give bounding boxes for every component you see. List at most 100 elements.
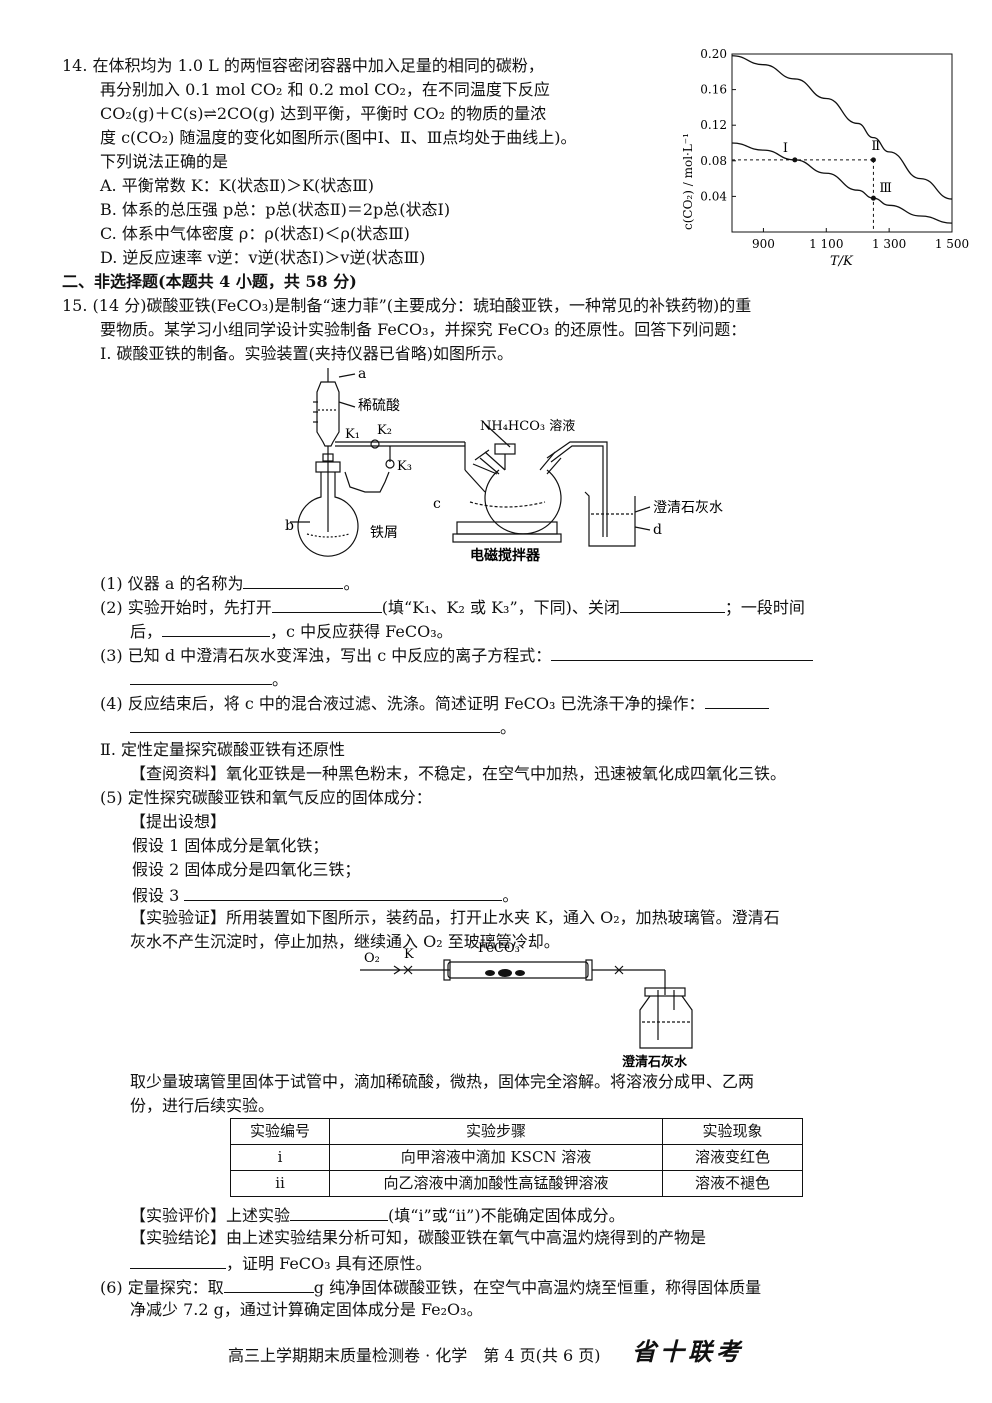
q14-line-4: 度 c(CO₂) 随温度的变化如图所示(图中Ⅰ、Ⅱ、Ⅲ点均处于曲线上)。	[100, 128, 577, 147]
y-tick-label: 0.04	[700, 189, 727, 203]
q15-hypothesis-1: 假设 1 固体成分是氧化铁；	[132, 836, 329, 855]
label-d: d	[653, 522, 662, 538]
point-label-2: Ⅱ	[871, 139, 880, 154]
q14-option-d: D. 逆反应速率 v逆：v逆(状态Ⅰ)＞v逆(状态Ⅲ)	[100, 248, 426, 267]
q15-conclusion: 【实验结论】由上述实验结果分析可知，碳酸亚铁在氧气中高温灼烧得到的产物是	[130, 1228, 707, 1247]
table-cell: ⅱ	[230, 1170, 330, 1197]
point-3	[870, 195, 876, 201]
answer-blank-eval[interactable]	[290, 1206, 389, 1221]
flask-b	[290, 461, 359, 557]
answer-blank-concl[interactable]	[130, 1254, 226, 1269]
q15-s2: (2) 实验开始时，先打开(填“K₁、K₂ 或 K₃”，下同)、关闭；一段时间	[100, 598, 805, 617]
answer-blank-2a[interactable]	[271, 598, 382, 613]
table-cell: 向乙溶液中滴加酸性高锰酸钾溶液	[329, 1170, 663, 1197]
apparatus-1-diagram: a 稀硫酸 K₁ K₂ K₃ b 铁屑 NH₄HCO₃ 溶液 c	[285, 366, 723, 564]
label-k2: K₂	[377, 423, 392, 438]
q14-concentration-chart: 900 1 100 1 300 1 500 0.04 0.08 0.12 0.16 0.20 Ⅰ…	[681, 47, 969, 269]
beaker-d	[584, 491, 651, 547]
answer-blank-hypo3[interactable]	[184, 886, 503, 901]
chart-xlabel: T/K	[830, 254, 854, 269]
label-k1: K₁	[345, 427, 360, 442]
answer-blank-6[interactable]	[223, 1278, 314, 1293]
answer-blank-1[interactable]	[243, 574, 344, 589]
point-label-3: Ⅲ	[879, 181, 892, 196]
feco3-solid	[485, 969, 525, 977]
apparatus-2-diagram: O₂ K FeCO₃ 澄清石灰水	[360, 941, 693, 1070]
brand-logo: 省十联考	[632, 1337, 744, 1366]
answer-blank-3[interactable]	[551, 646, 814, 661]
q15-take-2: 份，进行后续实验。	[130, 1096, 275, 1115]
q15-s6-cont: 净减少 7.2 g，通过计算确定固体成分是 Fe₂O₃。	[130, 1300, 483, 1319]
answer-blank-4[interactable]	[704, 694, 769, 709]
y-tick-label: 0.12	[700, 118, 727, 132]
x-tick-label: 900	[752, 237, 775, 251]
section-2-heading: 二、非选择题(本题共 4 小题，共 58 分)	[62, 272, 357, 291]
point-1	[792, 157, 798, 163]
three-neck-flask-c	[464, 423, 562, 535]
outlet-tube	[546, 441, 608, 537]
x-tick-label: 1 100	[809, 237, 843, 251]
answer-blank-4b[interactable]	[130, 718, 500, 733]
q15-take-1: 取少量玻璃管里固体于试管中，滴加稀硫酸，微热，固体完全溶解。将溶液分成甲、乙两	[130, 1072, 755, 1091]
experiment-table: 实验编号 实验步骤 实验现象 ⅰ 向甲溶液中滴加 KSCN 溶液 溶液变红色 ⅱ…	[230, 1118, 803, 1197]
plot-frame	[731, 53, 953, 233]
q15-intro-2: 要物质。某学习小组同学设计实验制备 FeCO₃，并探究 FeCO₃ 的还原性。回…	[100, 320, 747, 339]
q15-s3-cont: 。	[130, 670, 288, 688]
label-a: a	[358, 366, 366, 382]
q14-line-1: 14. 在体积均为 1.0 L 的两恒容密闭容器中加入足量的相同的碳粉，	[62, 56, 544, 75]
q15-s3: (3) 已知 d 中澄清石灰水变浑浊，写出 c 中反应的离子方程式：	[100, 646, 814, 664]
answer-blank-3b[interactable]	[130, 670, 272, 685]
q14-option-b: B. 体系的总压强 p总：p总(状态Ⅱ)＝2p总(状态Ⅰ)	[100, 200, 451, 219]
q14-line-2: 再分别加入 0.1 mol CO₂ 和 0.2 mol CO₂，在不同温度下反应	[100, 80, 550, 99]
q14-line-5: 下列说法正确的是	[100, 152, 229, 171]
series-line-2	[731, 142, 953, 224]
x-tick-label: 1 500	[935, 237, 969, 251]
label-dilute-sulfuric-acid: 稀硫酸	[358, 398, 400, 414]
label-limewater-1: 澄清石灰水	[653, 500, 723, 516]
wash-bottle	[639, 987, 693, 1049]
table-cell: 溶液变红色	[662, 1144, 803, 1171]
o2-inlet	[360, 965, 450, 975]
table-cell: ⅰ	[230, 1144, 330, 1171]
dropping-funnel-a	[313, 368, 356, 462]
label-feco3: FeCO₃	[478, 941, 520, 956]
q14-option-c: C. 体系中气体密度 ρ：ρ(状态Ⅰ)＜ρ(状态Ⅲ)	[100, 224, 410, 243]
q15-s2-cont: 后，，c 中反应获得 FeCO₃。	[130, 622, 453, 641]
chart-ylabel: c(CO₂) / mol·L⁻¹	[681, 133, 695, 230]
q15-s4-cont: 。	[130, 718, 516, 736]
table-cell: 溶液不褪色	[662, 1170, 803, 1197]
table-header-cell: 实验现象	[662, 1118, 803, 1145]
page-footer: 高三上学期期末质量检测卷 · 化学 第 4 页(共 6 页)	[228, 1346, 601, 1365]
label-k: K	[404, 947, 414, 962]
y-tick-label: 0.20	[700, 47, 727, 61]
q15-hypothesis-heading: 【提出设想】	[130, 812, 227, 831]
label-o2: O₂	[364, 951, 380, 966]
table-cell: 向甲溶液中滴加 KSCN 溶液	[329, 1144, 663, 1171]
y-tick-label: 0.08	[700, 154, 727, 168]
q15-s5: (5) 定性探究碳酸亚铁和氧气反应的固体成分：	[100, 788, 432, 807]
table-row: ⅱ 向乙溶液中滴加酸性高锰酸钾溶液 溶液不褪色	[230, 1170, 803, 1197]
table-header-row: 实验编号 实验步骤 实验现象	[230, 1118, 803, 1145]
q15-hypothesis-2: 假设 2 固体成分是四氧化三铁；	[132, 860, 361, 879]
answer-blank-2b[interactable]	[619, 598, 725, 613]
q15-evaluation: 【实验评价】上述实验(填“ⅰ”或“ⅱ”)不能确定固体成分。	[130, 1206, 625, 1225]
y-tick-label: 0.16	[700, 83, 727, 97]
table-header-cell: 实验步骤	[329, 1118, 663, 1145]
x-tick-label: 1 300	[872, 237, 906, 251]
point-2	[870, 157, 876, 163]
q14-line-3: CO₂(g)＋C(s)⇌2CO(g) 达到平衡，平衡时 CO₂ 的物质的量浓	[100, 104, 547, 123]
point-label-1: Ⅰ	[783, 141, 788, 156]
label-k3: K₃	[397, 459, 412, 474]
q15-conclusion-cont: ，证明 FeCO₃ 具有还原性。	[130, 1254, 432, 1272]
q15-verify-2: 灰水不产生沉淀时，停止加热，继续通入 O₂ 至玻璃管冷却。	[130, 932, 560, 951]
answer-blank-2c[interactable]	[162, 622, 271, 637]
q15-verify-1: 【实验验证】所用装置如下图所示，装药品，打开止水夹 K，通入 O₂，加热玻璃管。…	[130, 908, 780, 927]
q15-info: 【查阅资料】氧化亚铁是一种黑色粉末，不稳定，在空气中加热，迅速被氧化成四氧化三铁…	[130, 764, 787, 783]
series-line-1	[731, 55, 953, 200]
q15-s4: (4) 反应结束后，将 c 中的混合液过滤、洗涤。简述证明 FeCO₃ 已洗涤干…	[100, 694, 769, 712]
q15-hypothesis-3: 假设 3 。	[132, 886, 519, 905]
label-b: b	[285, 518, 294, 534]
label-magnetic-stirrer: 电磁搅拌器	[470, 547, 541, 564]
q15-part-2: Ⅱ. 定性定量探究碳酸亚铁有还原性	[100, 740, 346, 759]
